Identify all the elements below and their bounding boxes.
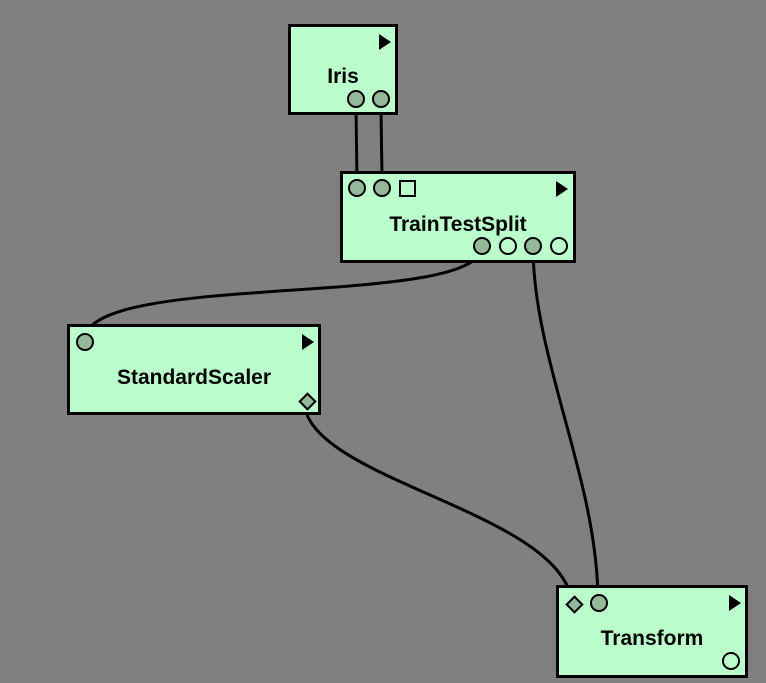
output-port-1[interactable] — [722, 652, 740, 670]
node-title: Transform — [600, 627, 704, 650]
node-transform[interactable]: Transform — [556, 585, 748, 678]
output-port-1[interactable] — [347, 90, 365, 108]
input-port-square[interactable] — [399, 180, 416, 197]
input-port-1[interactable] — [76, 333, 94, 351]
output-port-2[interactable] — [499, 237, 517, 255]
input-port-1[interactable] — [590, 594, 608, 612]
output-port-1[interactable] — [473, 237, 491, 255]
output-port-3[interactable] — [524, 237, 542, 255]
wire-standardscaler-to-transform[interactable] — [302, 399, 574, 603]
run-icon[interactable] — [302, 334, 314, 350]
input-port-1[interactable] — [348, 179, 366, 197]
node-iris[interactable]: Iris — [288, 24, 398, 115]
output-port-diamond[interactable] — [298, 392, 317, 411]
run-icon[interactable] — [556, 181, 568, 197]
input-port-diamond[interactable] — [565, 595, 584, 614]
node-title: StandardScaler — [116, 366, 272, 389]
input-port-2[interactable] — [373, 179, 391, 197]
output-port-2[interactable] — [372, 90, 390, 108]
run-icon[interactable] — [729, 595, 741, 611]
wire-traintestsplit-to-transform[interactable] — [531, 245, 600, 603]
output-port-4[interactable] — [550, 237, 568, 255]
node-standardscaler[interactable]: StandardScaler — [67, 324, 321, 415]
node-title: TrainTestSplit — [389, 213, 527, 236]
run-icon[interactable] — [379, 34, 391, 50]
node-title: Iris — [327, 65, 359, 88]
node-traintestsplit[interactable]: TrainTestSplit — [340, 171, 576, 263]
